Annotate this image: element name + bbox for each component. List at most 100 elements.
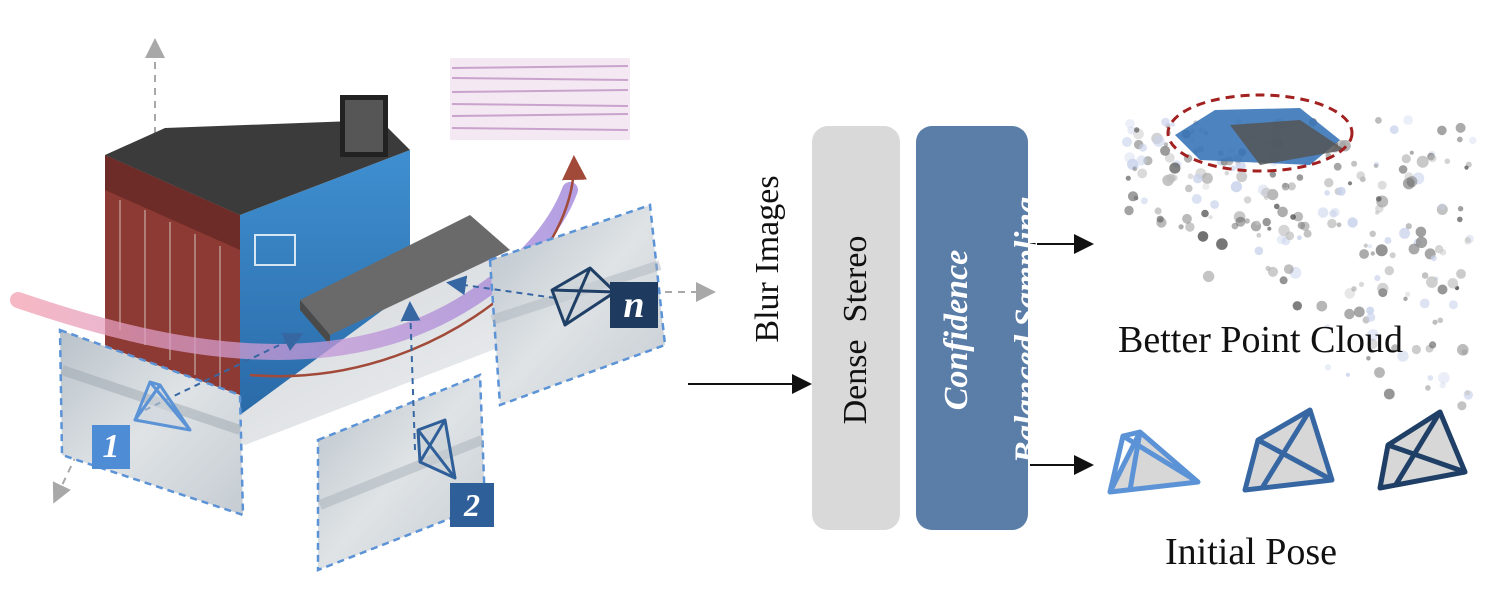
- point-cloud-dot: [1333, 162, 1342, 171]
- point-cloud-dot: [1201, 172, 1213, 184]
- point-cloud-dot: [1358, 281, 1365, 287]
- point-cloud-dot: [1383, 388, 1395, 400]
- camera-badge-1: 1: [92, 425, 130, 469]
- point-cloud-dot: [1436, 204, 1448, 215]
- point-cloud-dot: [1182, 213, 1192, 224]
- point-cloud-dot: [1169, 162, 1181, 174]
- point-cloud-dot: [1469, 136, 1477, 145]
- point-cloud-dot: [1437, 284, 1448, 295]
- point-cloud-dot: [1191, 194, 1202, 204]
- point-cloud-dot: [1373, 163, 1379, 168]
- point-cloud-dot: [1290, 214, 1296, 220]
- point-cloud-dot: [1127, 191, 1139, 202]
- point-cloud-dot: [1236, 171, 1248, 183]
- point-cloud-dot: [1231, 222, 1239, 230]
- initial-pose-label: Initial Pose: [1165, 531, 1338, 573]
- point-cloud-dot: [1262, 217, 1271, 227]
- point-cloud-dot: [1336, 186, 1346, 196]
- sampling-box: [916, 126, 1028, 530]
- point-cloud-dot: [1124, 152, 1135, 163]
- point-cloud-dot: [1124, 205, 1134, 216]
- point-cloud-dot: [1134, 164, 1140, 170]
- point-cloud-dot: [1187, 173, 1194, 180]
- point-cloud-car: [1175, 108, 1345, 165]
- point-cloud-dot: [1193, 173, 1203, 184]
- point-cloud-dot: [1398, 165, 1408, 174]
- point-cloud-dot: [1261, 187, 1272, 198]
- point-cloud-dot: [1160, 145, 1171, 156]
- point-cloud-dot: [1293, 211, 1304, 222]
- point-cloud-dot: [1163, 142, 1169, 147]
- camera-badge-n: n: [610, 282, 658, 328]
- point-cloud-dot: [1134, 127, 1140, 133]
- point-cloud-dot: [1457, 206, 1464, 212]
- point-cloud-dot: [1389, 125, 1399, 134]
- point-cloud-dot: [1408, 243, 1420, 255]
- point-cloud-dot: [1347, 217, 1358, 228]
- better-point-cloud-label: Better Point Cloud: [1118, 319, 1403, 361]
- point-cloud-dot: [1366, 306, 1375, 315]
- point-cloud-dot: [1296, 174, 1304, 181]
- point-cloud-dot: [1216, 238, 1228, 250]
- point-cloud-dot: [1437, 125, 1447, 136]
- point-cloud-dot: [1366, 356, 1371, 361]
- point-cloud-dot: [1415, 226, 1427, 238]
- point-cloud-dot: [1444, 158, 1451, 164]
- point-cloud-dot: [1403, 296, 1408, 301]
- point-cloud-dot: [1127, 158, 1139, 170]
- point-cloud-dot: [1178, 224, 1184, 230]
- point-cloud-dot: [1316, 300, 1328, 312]
- point-cloud-dot: [1374, 367, 1385, 378]
- point-cloud-dot: [1391, 344, 1399, 353]
- point-cloud-dot: [1224, 170, 1230, 176]
- pipeline-arrows: [688, 234, 1094, 475]
- point-cloud-dot: [1425, 385, 1431, 391]
- point-cloud-dot: [1448, 300, 1458, 310]
- point-cloud-dot: [1415, 236, 1428, 248]
- point-cloud-dot: [1461, 349, 1468, 356]
- balanced-sampling-label: Balanced Sampling: [1009, 196, 1045, 464]
- point-cloud-dot: [1456, 269, 1466, 279]
- point-cloud-dot: [1336, 222, 1342, 228]
- point-cloud-dot: [1367, 244, 1373, 249]
- point-cloud-dot: [1419, 298, 1430, 309]
- point-cloud-dot: [1457, 216, 1463, 223]
- point-cloud-dot: [1456, 136, 1463, 143]
- point-cloud-dot: [1324, 190, 1330, 196]
- point-cloud-dot: [1344, 288, 1356, 299]
- point-cloud-dot: [1283, 264, 1294, 274]
- point-cloud-dot: [1297, 235, 1302, 241]
- point-cloud-dot: [1282, 182, 1288, 188]
- point-cloud-dot: [1161, 117, 1170, 127]
- point-cloud-dot: [1279, 276, 1288, 285]
- point-cloud-dot: [1437, 317, 1444, 324]
- point-cloud-dot: [1353, 306, 1365, 318]
- point-cloud-dot: [1374, 275, 1381, 282]
- blur-images-label: Blur Images: [749, 175, 786, 343]
- camera-badge-2: 2: [450, 483, 494, 527]
- point-cloud-dot: [1427, 152, 1435, 161]
- point-cloud-dot: [1325, 324, 1330, 329]
- point-cloud-dot: [1324, 178, 1334, 188]
- point-cloud-dot: [1233, 211, 1246, 223]
- point-cloud-dot: [1244, 218, 1250, 224]
- point-cloud-dot: [1375, 210, 1380, 215]
- point-cloud-dot: [1230, 165, 1236, 172]
- point-cloud-dot: [1166, 173, 1176, 183]
- point-cloud-dot: [1464, 390, 1471, 396]
- point-cloud-dot: [1202, 270, 1215, 283]
- point-cloud-dot: [1256, 232, 1262, 238]
- point-cloud-dot: [1139, 143, 1147, 152]
- point-cloud-dot: [1434, 245, 1444, 254]
- point-cloud-dot: [1438, 203, 1446, 211]
- point-cloud-dot: [1367, 338, 1378, 350]
- point-cloud-dot: [1154, 207, 1162, 215]
- pose-camera-mid: [1242, 407, 1335, 493]
- point-cloud-dot: [1447, 278, 1459, 289]
- building-scene: [105, 95, 545, 445]
- point-cloud-dot: [1317, 207, 1329, 218]
- point-cloud-dot: [1403, 115, 1414, 125]
- point-cloud-dot: [1377, 282, 1389, 295]
- point-cloud-dot: [1300, 221, 1310, 231]
